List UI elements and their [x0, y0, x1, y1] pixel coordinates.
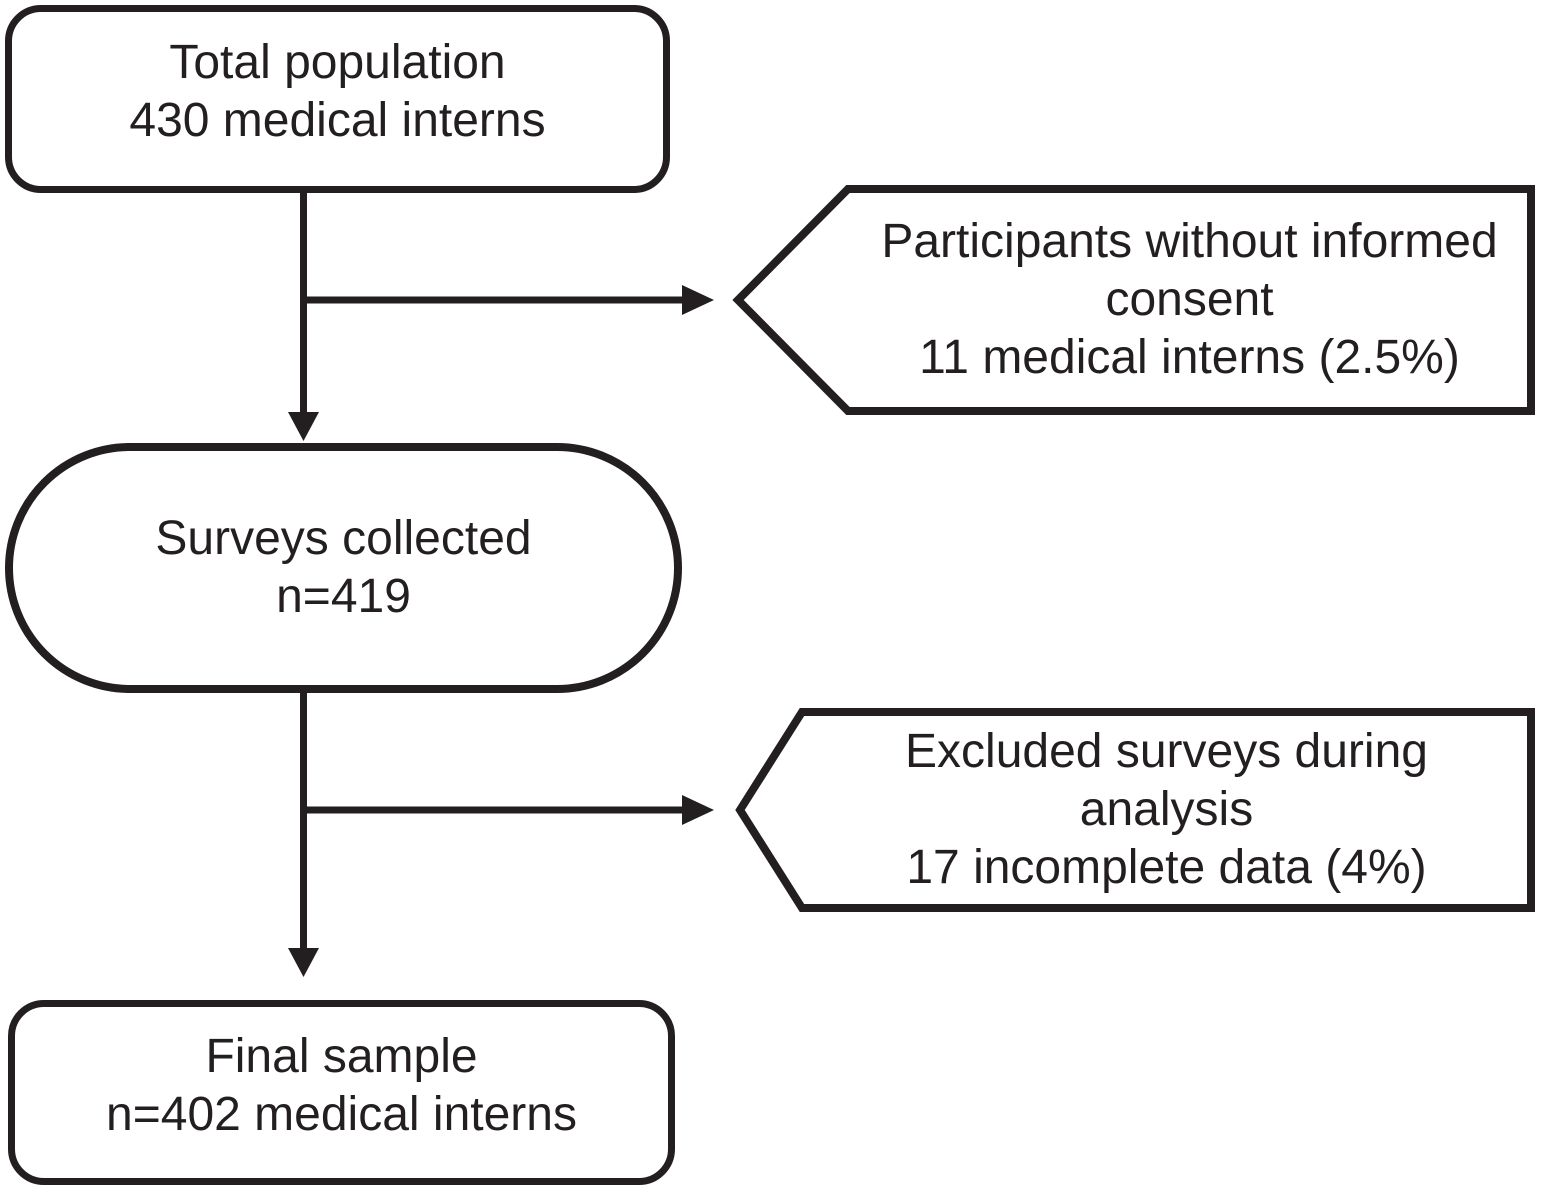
node-total-population-line2: 430 medical interns	[129, 94, 546, 147]
node-total-population-line1: Total population	[169, 36, 506, 89]
node-final-sample-line2: n=402 medical interns	[106, 1087, 577, 1141]
callout-no-consent-line2: consent	[1105, 273, 1274, 326]
callout-excluded-analysis-line3: 17 incomplete data (4%)	[906, 841, 1427, 894]
callout-no-consent-shape	[732, 185, 1535, 415]
callout-no-consent-text: Participants without informed consent 11…	[848, 189, 1531, 411]
node-final-sample-line1: Final sample	[205, 1029, 478, 1083]
callout-no-consent-line3: 11 medical interns (2.5%)	[919, 331, 1460, 384]
callout-excluded-analysis-line2: analysis	[1079, 783, 1254, 836]
arrowhead-down-to-surveys-icon	[288, 412, 319, 441]
callout-excluded-analysis-line1: Excluded surveys during	[905, 725, 1428, 778]
arrowhead-right-excluded-icon	[682, 795, 714, 825]
node-surveys-collected-line2: n=419	[276, 570, 411, 623]
callout-no-consent-line1: Participants without informed	[881, 215, 1498, 268]
node-surveys-collected-line1: Surveys collected	[155, 512, 532, 565]
node-surveys-collected: Surveys collected n=419	[5, 443, 682, 693]
node-final-sample: Final sample n=402 medical interns	[8, 1000, 675, 1185]
callout-excluded-analysis-text: Excluded surveys during analysis 17 inco…	[802, 712, 1531, 908]
callout-excluded-analysis-shape	[735, 708, 1535, 912]
arrowhead-right-no-consent-icon	[682, 285, 714, 315]
node-total-population: Total population 430 medical interns	[5, 5, 670, 193]
arrowhead-down-to-final-icon	[288, 948, 319, 977]
